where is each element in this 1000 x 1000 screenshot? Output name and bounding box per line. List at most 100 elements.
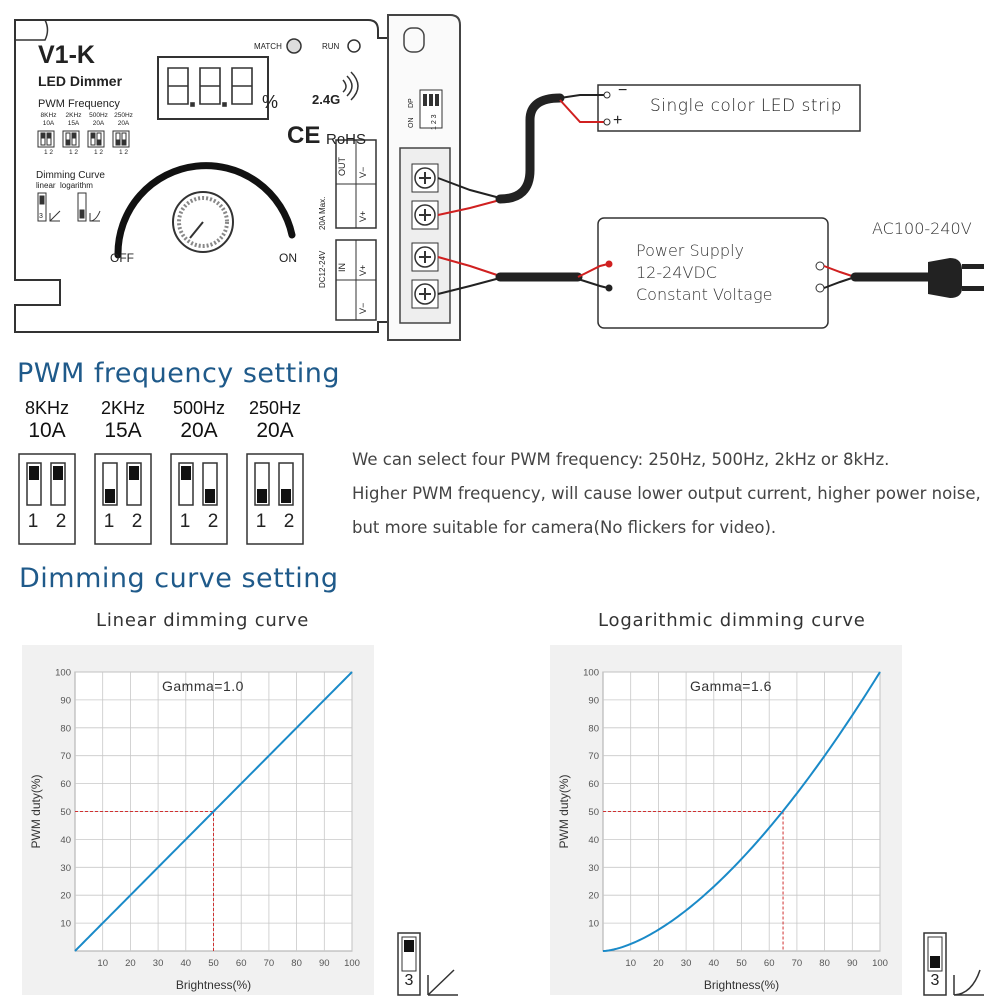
y-tick-label: 60 — [588, 779, 599, 790]
x-tick-label: 60 — [236, 958, 247, 969]
input-wires — [437, 256, 609, 295]
rating-current: 20A Max. — [318, 196, 327, 230]
led-strip-box — [597, 84, 861, 132]
y-tick-label: 80 — [60, 723, 71, 734]
psu-label: Power Supply 12-24VDC Constant Voltage — [636, 241, 773, 304]
pwm-switch-diagrams — [18, 453, 304, 545]
device-subtitle: LED Dimmer — [38, 73, 123, 89]
psu-negative-dot — [605, 284, 613, 292]
output-wires — [437, 93, 604, 216]
out-vplus: V+ — [358, 210, 368, 222]
pwm-section-title: PWM frequency setting — [17, 358, 340, 389]
x-tick-label: 70 — [792, 958, 803, 969]
match-led — [286, 38, 302, 54]
dip-knob-down — [205, 489, 215, 503]
gamma-annotation: Gamma=1.0 — [162, 678, 244, 694]
run-led — [347, 39, 361, 53]
log-switch-num: 3 — [930, 972, 940, 989]
rating-voltage: DC12-24V — [318, 250, 327, 288]
dip-knob-down — [105, 489, 115, 503]
x-tick-label: 80 — [819, 958, 830, 969]
ac-plug-icon — [928, 258, 984, 298]
ce-mark: CE — [287, 122, 321, 149]
y-tick-label: 20 — [588, 891, 599, 902]
in-label: IN — [337, 263, 347, 272]
dip-dp-label: DP — [408, 98, 415, 108]
strip-minus: − — [618, 82, 628, 99]
wireless-icon — [342, 71, 359, 101]
power-supply-box — [597, 217, 829, 329]
y-tick-label: 90 — [588, 695, 599, 706]
curve-small-title: Dimming Curve — [36, 170, 105, 181]
y-tick-label: 100 — [583, 668, 599, 679]
pwm-small-freqs: 8KHz 2KHz 500Hz 250Hz — [40, 112, 133, 119]
x-axis-label: Brightness(%) — [704, 978, 779, 992]
x-tick-label: 60 — [764, 958, 775, 969]
y-tick-label: 90 — [60, 695, 71, 706]
in-vminus: V− — [358, 302, 368, 314]
wiring-diagram — [14, 14, 984, 341]
x-tick-label: 40 — [181, 958, 192, 969]
mount-notch-top — [14, 19, 49, 41]
percent-symbol: % — [262, 92, 279, 112]
y-tick-label: 10 — [60, 919, 71, 930]
led-strip-label: Single color LED strip — [650, 96, 843, 116]
ac-label: AC100-240V — [872, 219, 972, 238]
strip-plus: + — [613, 112, 623, 129]
small-pwm-dips — [37, 130, 130, 148]
y-tick-label: 40 — [588, 835, 599, 846]
x-tick-label: 100 — [344, 958, 360, 969]
series-line — [602, 671, 881, 952]
rohs-label: RoHS — [326, 131, 367, 148]
dip-on-label: ON — [408, 117, 415, 129]
pwm-option-2: 2KHz 15A — [100, 398, 145, 442]
ac-wires — [823, 265, 933, 289]
pwm-small-nums: 1 2 1 2 1 2 1 2 — [43, 149, 129, 156]
linear-chart-title: Linear dimming curve — [96, 610, 310, 631]
x-tick-label: 30 — [681, 958, 692, 969]
seven-seg-digits — [167, 67, 253, 107]
screw-terminals — [411, 163, 439, 309]
y-axis-label: PWM duty(%) — [29, 774, 43, 848]
y-tick-label: 40 — [60, 835, 71, 846]
run-label: RUN — [322, 42, 340, 51]
dip-knob-down — [281, 489, 291, 503]
off-label: OFF — [110, 251, 134, 265]
pwm-option-1: 8KHz 10A — [24, 398, 69, 442]
wireless-label: 2.4G — [312, 92, 341, 107]
dip-knob-up — [53, 466, 63, 480]
on-label: ON — [279, 251, 297, 265]
linear-switch-icon — [397, 932, 458, 996]
x-tick-label: 90 — [847, 958, 858, 969]
x-tick-label: 50 — [736, 958, 747, 969]
mount-hole — [403, 27, 425, 53]
y-tick-label: 70 — [60, 751, 71, 762]
x-tick-label: 10 — [625, 958, 636, 969]
dimmer-body — [14, 19, 389, 333]
dip-knob-up — [129, 466, 139, 480]
pwm-option-4: 250Hz 20A — [248, 398, 302, 442]
y-tick-label: 20 — [60, 891, 71, 902]
small-curve-dips — [37, 192, 101, 222]
x-tick-label: 20 — [125, 958, 136, 969]
out-vminus: V− — [358, 166, 368, 178]
out-label: OUT — [337, 157, 347, 176]
y-tick-label: 100 — [55, 668, 71, 679]
x-tick-label: 40 — [709, 958, 720, 969]
dip-nums: 1 2 3 — [431, 114, 438, 130]
knob — [172, 191, 234, 253]
pwm-option-3: 500Hz 20A — [172, 398, 226, 442]
x-axis-label: Brightness(%) — [176, 978, 251, 992]
dip-knob-up — [29, 466, 39, 480]
y-tick-label: 60 — [60, 779, 71, 790]
pwm-small-title: PWM Frequency — [38, 98, 120, 110]
x-tick-label: 30 — [153, 958, 164, 969]
dip-knob-up — [181, 466, 191, 480]
knob-arc — [114, 162, 296, 259]
y-tick-label: 70 — [588, 751, 599, 762]
pwm-description: We can select four PWM frequency: 250Hz,… — [352, 450, 981, 537]
